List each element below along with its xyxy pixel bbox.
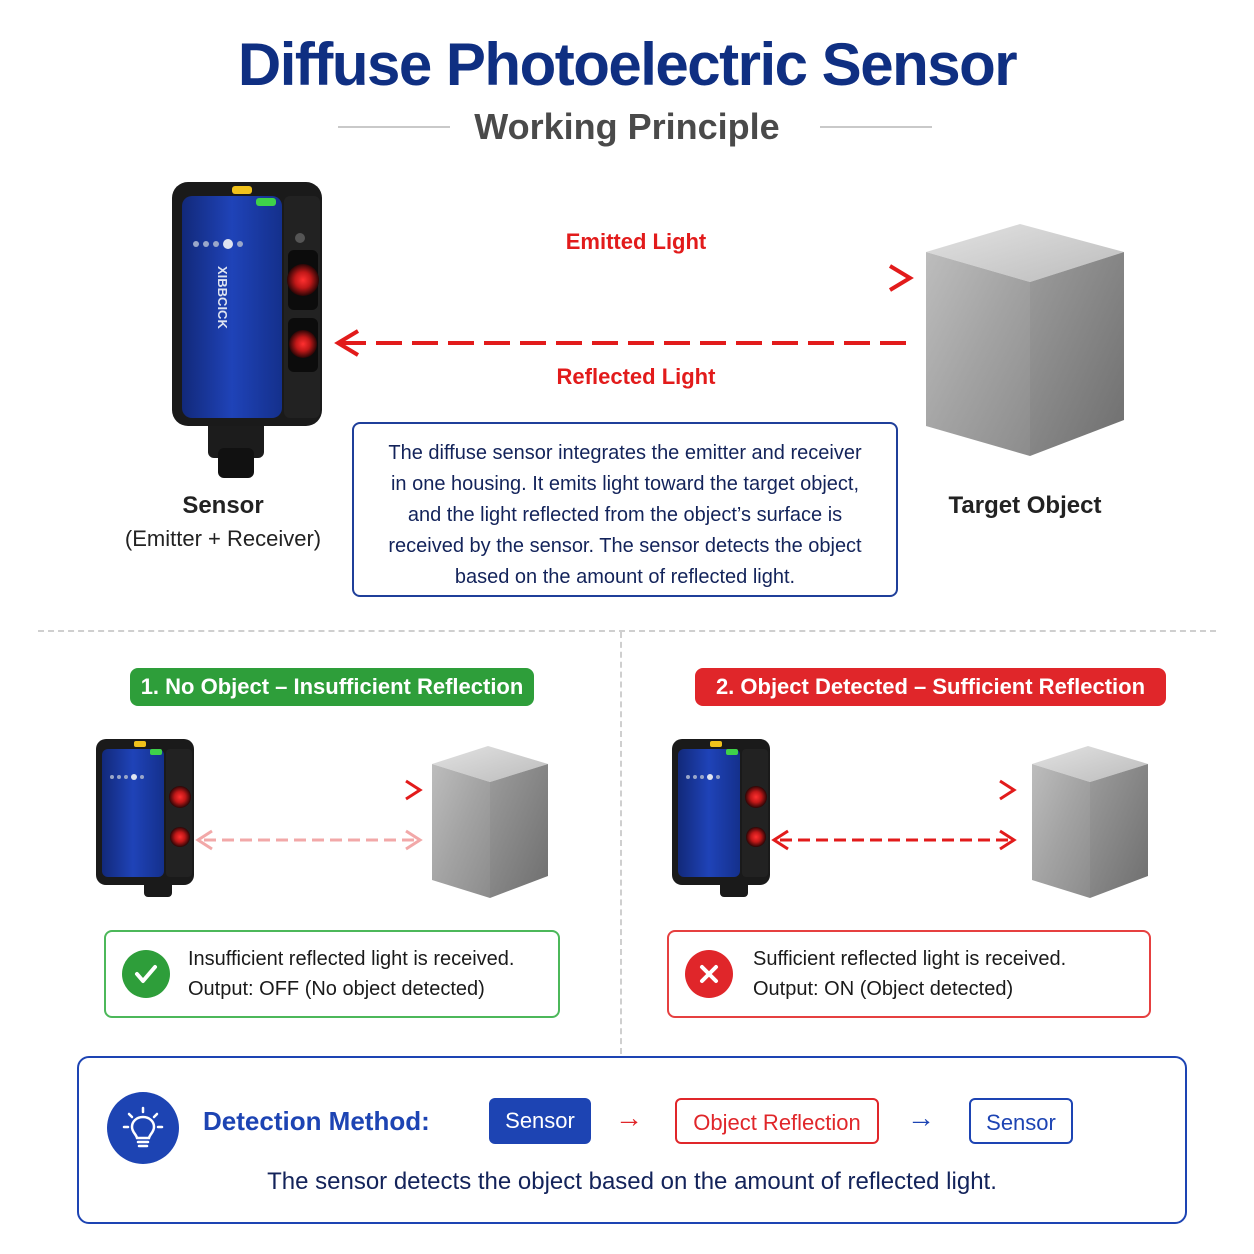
lightbulb-icon [107, 1092, 179, 1164]
detection-method-box: Detection Method: Sensor → Object Reflec… [77, 1056, 1187, 1224]
page-title: Diffuse Photoelectric Sensor [237, 31, 1018, 98]
emitted-light-label: Emitted Light [565, 229, 707, 254]
description-line: based on the amount of reflected light. [454, 566, 796, 588]
case-2-cube [1032, 746, 1148, 898]
case-1-label: 1. No Object – Insufficient Reflection [130, 668, 534, 706]
check-icon [122, 950, 170, 998]
target-caption: Target Object [948, 492, 1102, 519]
description-line: and the light reflected from the object’… [407, 504, 843, 526]
section-divider [38, 630, 1216, 632]
case-2-sensor [672, 739, 770, 897]
subtitle-rule-right [820, 126, 932, 128]
cross-icon [685, 950, 733, 998]
case-2-label: 2. Object Detected – Sufficient Reflecti… [695, 668, 1166, 706]
subtitle-rule-left [338, 126, 450, 128]
reflected-light-label: Reflected Light [556, 364, 716, 389]
sensor-caption: Sensor [182, 492, 264, 519]
case-2-status-line-1: Sufficient reflected light is received. [753, 948, 1067, 970]
case-1-status-line-2: Output: OFF (No object detected) [188, 978, 485, 1000]
case-1-sensor [96, 739, 194, 897]
description-line: in one housing. It emits light toward th… [390, 473, 860, 495]
sensor-brand: XIBBCICK [215, 266, 230, 329]
case-2-beams [762, 779, 1017, 851]
detection-method-label: Detection Method: [203, 1106, 430, 1136]
arrow-right-icon: → [615, 1102, 643, 1133]
case-1-status-box: Insufficient reflected light is received… [104, 930, 560, 1018]
step-reflection-chip: Object Reflection [675, 1098, 879, 1144]
arrow-right-icon: → [907, 1102, 935, 1133]
detection-footer: The sensor detects the object based on t… [267, 1168, 997, 1195]
main-beams [310, 264, 914, 357]
case-1-beams [186, 779, 423, 851]
main-sensor-illustration: XIBBCICK [172, 182, 322, 478]
case-2-status-box: Sufficient reflected light is received. … [667, 930, 1151, 1018]
case-1-cube [432, 746, 548, 898]
step-sensor-chip-2: Sensor [969, 1098, 1073, 1144]
sensor-subcaption: (Emitter + Receiver) [124, 526, 322, 551]
step-sensor-chip: Sensor [489, 1098, 591, 1144]
case-divider [620, 632, 622, 1054]
page-subtitle: Working Principle [474, 106, 780, 147]
description-box: The diffuse sensor integrates the emitte… [352, 422, 898, 597]
case-2-status-line-2: Output: ON (Object detected) [753, 978, 1014, 1000]
target-object-cube [926, 224, 1124, 456]
description-line: received by the sensor. The sensor detec… [388, 535, 862, 557]
description-line: The diffuse sensor integrates the emitte… [388, 442, 862, 464]
case-1-status-line-1: Insufficient reflected light is received… [188, 948, 515, 970]
